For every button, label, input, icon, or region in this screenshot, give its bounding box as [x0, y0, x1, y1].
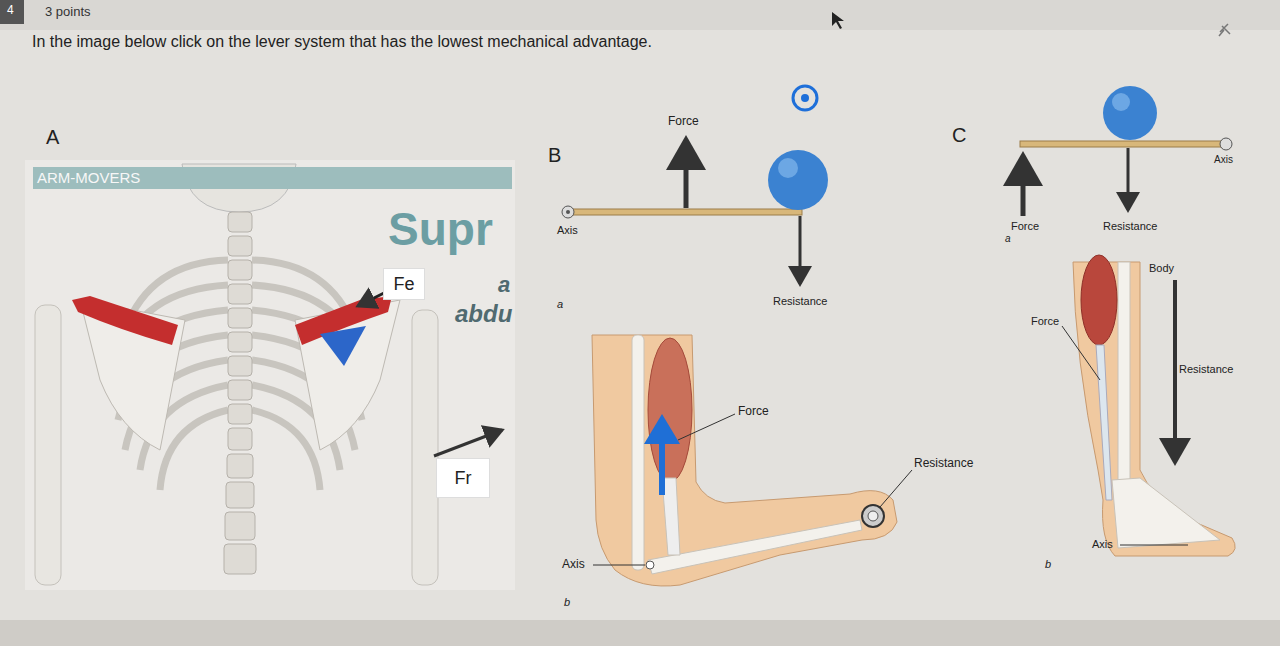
image-ground [25, 160, 515, 590]
leader-line [678, 414, 735, 440]
resistance-ball [768, 150, 828, 210]
target-dot [801, 94, 809, 102]
lever-bar [568, 209, 802, 215]
biceps [648, 338, 692, 482]
mouse-cursor [832, 12, 844, 29]
spine [224, 212, 256, 574]
leader-line [593, 565, 645, 566]
resistance-point [862, 505, 884, 527]
sub-letter: b [1045, 558, 1051, 571]
axis-pivot [1220, 138, 1232, 150]
sub-letter: a [1005, 233, 1011, 245]
force-label: Force [1011, 220, 1039, 233]
panel-letter: A [46, 126, 59, 149]
force-arrow [1021, 156, 1026, 216]
effort-arrow [358, 292, 386, 306]
leader-line [1062, 326, 1100, 380]
axis-label: Axis [1092, 538, 1113, 551]
resistance-label: Resistance [1103, 220, 1157, 233]
sub-letter: a [557, 298, 563, 311]
question-number: 4 [7, 4, 14, 18]
force-arrow [684, 140, 689, 208]
foot-bones [1112, 478, 1220, 548]
resistance-label: Resistance [1179, 363, 1233, 376]
points-text: 3 points [45, 5, 91, 20]
force-label: Force [738, 405, 769, 419]
axis-pivot [562, 206, 574, 218]
muscle-name: Supr [388, 203, 493, 256]
action-text: a [498, 272, 510, 297]
resistance-label: Resistance [914, 457, 973, 471]
tibia [1118, 262, 1130, 482]
axis-point [646, 561, 654, 569]
bottom-edge [0, 620, 1280, 646]
question-number-box [0, 0, 24, 24]
target-icon [793, 86, 817, 110]
humerus-right [412, 310, 438, 585]
header-band [0, 0, 1280, 30]
panel-letter: C [952, 124, 966, 147]
resistance-label: Resistance [773, 295, 827, 308]
node-text: Fr [455, 468, 472, 489]
calf-muscle [1081, 255, 1117, 345]
resistance-arrow [799, 216, 802, 284]
body-label: Body [1149, 262, 1174, 275]
question-text: In the image below click on the lever sy… [32, 33, 652, 51]
ball-shine [1112, 93, 1130, 111]
axis-label: Axis [562, 558, 585, 572]
arm-outline [592, 335, 897, 586]
force-arrow [659, 420, 665, 495]
forearm-bones [648, 520, 862, 574]
lever-bar [1020, 141, 1226, 147]
pin-icon [1219, 24, 1230, 36]
leader-line [1120, 545, 1188, 546]
axis-pivot-center [566, 210, 570, 214]
resistance-ball [1103, 86, 1157, 140]
action-text: abdu [455, 300, 512, 328]
force-label: Force [668, 115, 699, 129]
resistance-arrow [1127, 148, 1130, 210]
humerus [632, 335, 644, 570]
resistance-arrow [434, 430, 502, 456]
panel-letter: B [548, 144, 561, 167]
leader-line [880, 470, 912, 507]
force-label: Force [1031, 315, 1059, 328]
node-text: Fe [393, 274, 414, 295]
resistance-point-center [868, 511, 878, 521]
axis-triangle [320, 326, 366, 366]
body-weight-arrow [1173, 280, 1177, 462]
label-box: Fr [436, 458, 490, 498]
supraspinatus-left [72, 296, 178, 345]
achilles-tendon [1096, 345, 1112, 500]
title-band: ARM-MOVERS [33, 167, 512, 189]
label-box: Fe [383, 268, 425, 300]
axis-label: Axis [1214, 154, 1233, 166]
humerus-left [35, 305, 61, 585]
node-text: ARM-MOVERS [37, 169, 140, 186]
axis-label: Axis [557, 224, 578, 237]
ball-shine [778, 158, 798, 178]
sub-letter: b [564, 596, 570, 609]
